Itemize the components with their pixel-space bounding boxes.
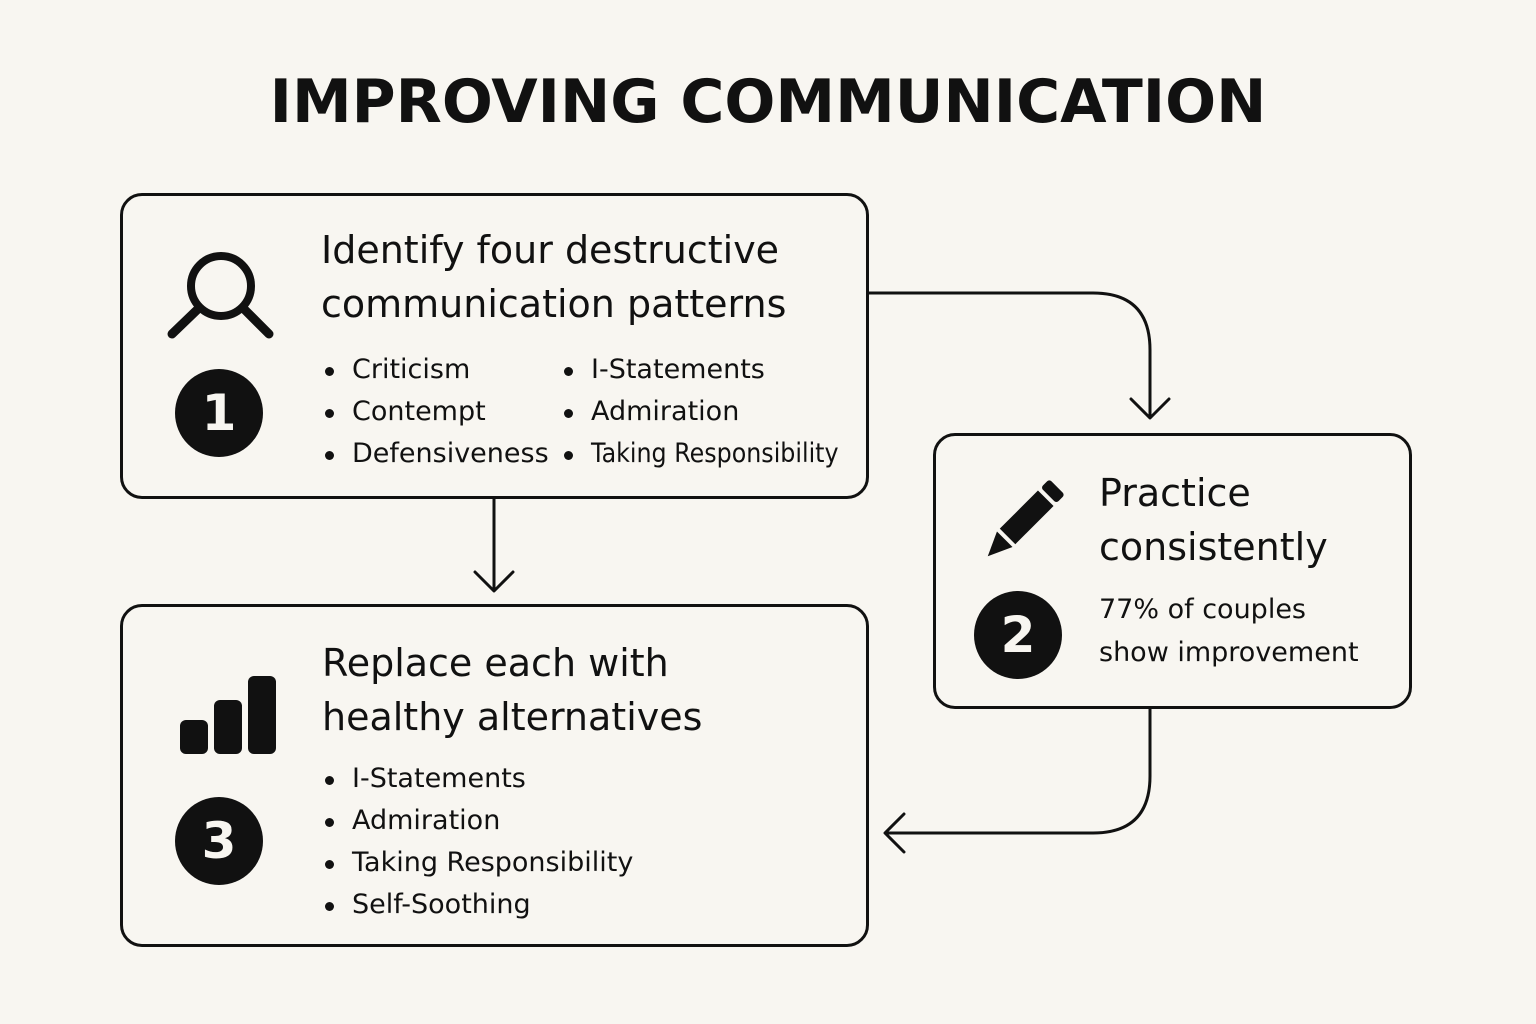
healthy-alternatives-list: I-Statements Admiration Taking Responsib…: [325, 758, 633, 926]
step-heading-line: healthy alternatives: [322, 695, 703, 739]
list-item: Defensiveness: [325, 433, 549, 475]
pencil-icon: [987, 480, 1064, 557]
step-2-card: 2 Practice consistently 77% of couples s…: [933, 433, 1412, 709]
arrowhead-step2-to-step3: [883, 812, 906, 854]
list-item: Criticism: [325, 349, 549, 391]
arrow-step1-to-step2: [867, 291, 1152, 418]
list-item: I-Statements: [325, 758, 633, 800]
arrowhead-step1-to-step3: [473, 570, 515, 593]
step-3-card: 3 Replace each with healthy alternatives…: [120, 604, 869, 947]
improvement-stat: 77% of couples show improvement: [1099, 588, 1359, 674]
page-title: IMPROVING COMMUNICATION: [269, 67, 1267, 137]
bar-chart-icon: [180, 676, 276, 754]
step-number-badge: 2: [974, 591, 1062, 679]
arrowhead-step1-to-step2: [1129, 397, 1171, 420]
step-heading-line: Practice: [1099, 471, 1251, 515]
list-item: Admiration: [325, 800, 633, 842]
alternatives-preview-list: I-Statements Admiration Taking Responsib…: [564, 349, 872, 475]
list-item: Taking Responsibility: [564, 433, 872, 475]
magnifying-glass-icon: [167, 252, 274, 339]
step-number-badge: 1: [175, 369, 263, 457]
step-heading-line: Identify four destructive: [321, 228, 780, 272]
stat-line: 77% of couples: [1099, 594, 1306, 625]
step-heading-line: communication patterns: [321, 282, 787, 326]
list-item: Taking Responsibility: [325, 842, 633, 884]
step-heading: Replace each with healthy alternatives: [322, 636, 702, 744]
step-1-card: 1 Identify four destructive communicatio…: [120, 193, 869, 499]
destructive-patterns-list: Criticism Contempt Defensiveness: [325, 349, 549, 475]
arrow-step2-to-step3: [886, 707, 1152, 835]
list-item: Contempt: [325, 391, 549, 433]
stat-line: show improvement: [1099, 637, 1359, 668]
step-heading: Identify four destructive communication …: [321, 223, 786, 331]
list-item: Self-Soothing: [325, 884, 633, 926]
list-item: Admiration: [564, 391, 872, 433]
step-heading-line: consistently: [1099, 525, 1328, 569]
list-item: I-Statements: [564, 349, 872, 391]
step-number-badge: 3: [175, 797, 263, 885]
step-heading: Practice consistently: [1099, 466, 1328, 574]
step-heading-line: Replace each with: [322, 641, 669, 685]
